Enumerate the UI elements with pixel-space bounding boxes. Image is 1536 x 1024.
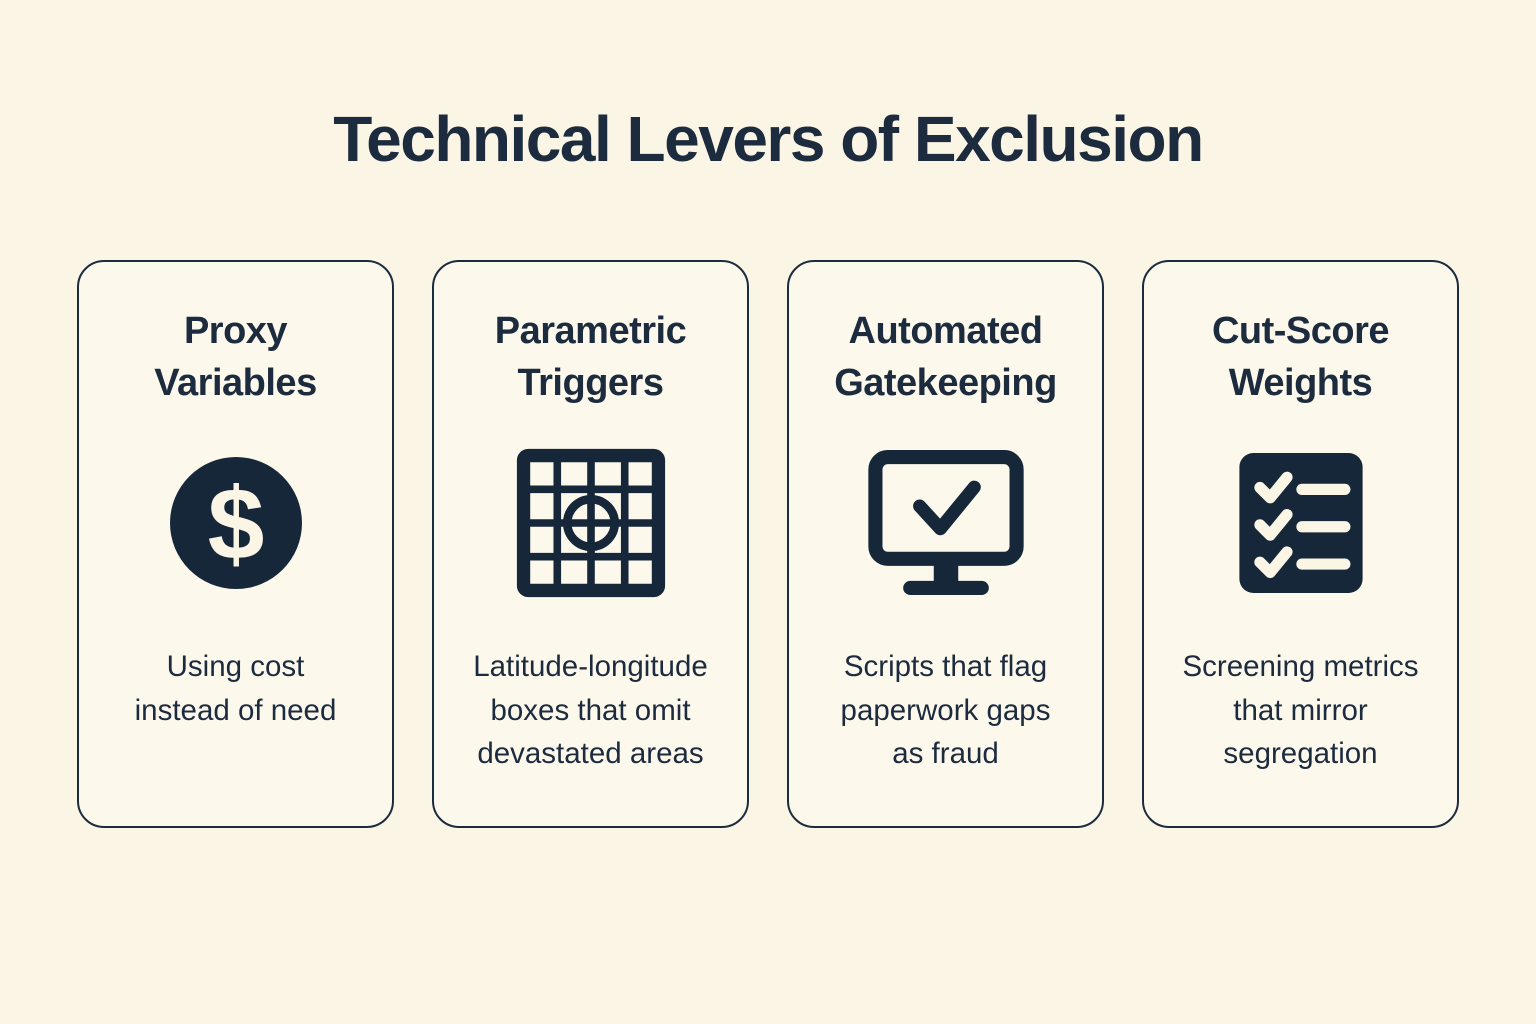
card-description: Scripts that flag paperwork gaps as frau… [840, 650, 1051, 771]
checklist-icon [1231, 443, 1371, 603]
card-proxy-variables: Proxy Variables $ Using cost instead of … [77, 260, 394, 828]
card-description: Screening metrics that mirror segregatio… [1182, 650, 1419, 771]
monitor-check-icon [866, 443, 1026, 603]
card-title: Parametric Triggers [494, 310, 687, 404]
card-description: Using cost instead of need [134, 650, 337, 727]
card-description: Latitude-longitude boxes that omit devas… [473, 650, 708, 771]
dollar-coin-icon: $ [169, 443, 303, 603]
cards-row: Proxy Variables $ Using cost instead of … [0, 260, 1536, 828]
card-parametric-triggers: Parametric Triggers Latitude-longitude b… [432, 260, 749, 828]
card-title: Cut-Score Weights [1211, 310, 1390, 404]
grid-target-icon [515, 443, 667, 603]
card-title: Proxy Variables [154, 310, 317, 404]
svg-text:$: $ [207, 467, 264, 581]
page-title: Technical Levers of Exclusion [333, 103, 1204, 175]
card-automated-gatekeeping: Automated Gatekeeping Scripts that flag … [787, 260, 1104, 828]
card-cut-score-weights: Cut-Score Weights Screening metrics that… [1142, 260, 1459, 828]
card-title: Automated Gatekeeping [834, 310, 1057, 404]
